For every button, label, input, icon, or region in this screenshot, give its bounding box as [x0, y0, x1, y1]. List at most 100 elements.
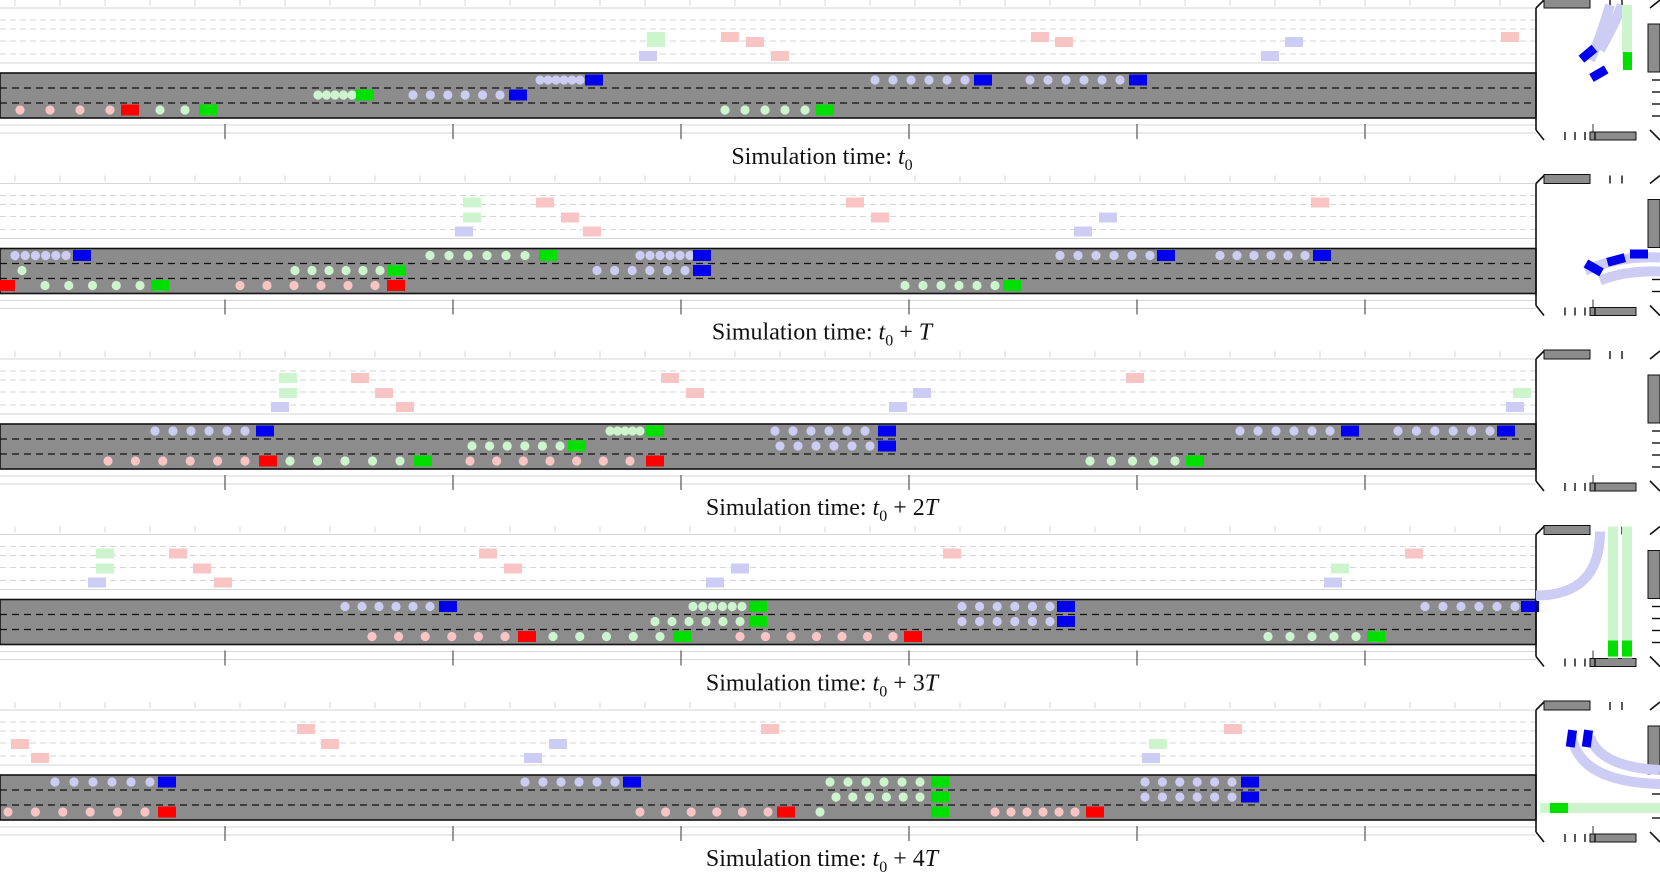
green-vehicle — [646, 425, 664, 437]
trajectory-dot — [815, 807, 825, 817]
trajectory-dot — [135, 280, 145, 291]
ghost-vehicle — [761, 724, 779, 734]
trajectory-dot — [15, 105, 25, 115]
trajectory-dot — [675, 250, 685, 261]
ghost-vehicle — [1055, 37, 1073, 47]
trajectory-dot — [601, 631, 612, 642]
green-vehicle — [1003, 280, 1021, 291]
ghost-vehicle — [1285, 37, 1303, 47]
blue-vehicle — [1578, 44, 1598, 63]
intersection-road — [1589, 307, 1637, 316]
trajectory-dot — [58, 807, 68, 817]
trajectory-dot — [465, 456, 475, 466]
trajectory-dot — [960, 75, 970, 85]
trajectory-dot — [126, 777, 136, 787]
trajectory-dot — [992, 616, 1002, 627]
trajectory-dot — [1300, 250, 1310, 261]
trajectory-dot — [612, 426, 623, 436]
trajectory-dot — [879, 777, 889, 787]
green-vehicle — [1367, 631, 1385, 642]
trajectory-dot — [30, 250, 40, 261]
trajectory-dot — [1420, 601, 1430, 612]
blue-vehicle — [878, 440, 896, 452]
ghost-vehicle — [279, 373, 297, 383]
caption-variable: t — [873, 846, 881, 872]
intersection-corner — [1649, 0, 1660, 141]
trajectory-dot — [924, 75, 934, 85]
trajectory-dot — [140, 807, 150, 817]
trajectory-dot — [829, 441, 839, 451]
intersection-road — [1647, 23, 1660, 73]
ghost-vehicle — [279, 388, 297, 398]
trajectory-dot — [113, 807, 123, 817]
simulation-time-caption: Simulation time: t0 — [731, 144, 912, 174]
trajectory-dot — [592, 777, 602, 787]
trajectory-dot — [942, 75, 952, 85]
caption-period-symbol: T — [925, 495, 940, 521]
trajectory-dot — [843, 777, 853, 787]
trajectory-dot — [1266, 250, 1276, 261]
trajectory-dot — [69, 777, 79, 787]
trajectory-dot — [865, 441, 875, 451]
trajectory-dot — [111, 280, 121, 291]
trajectory-dot — [107, 777, 117, 787]
trajectory-dot — [1038, 807, 1048, 817]
trajectory-dot — [954, 280, 964, 291]
trajectory-dot — [235, 280, 245, 291]
green-vehicle — [388, 265, 406, 276]
intersection-road — [1589, 833, 1637, 843]
trajectory-dot — [367, 456, 378, 466]
trajectory-dot — [551, 75, 561, 85]
green-vehicle — [931, 806, 949, 818]
panel-2: Simulation time: t0 + T — [0, 174, 1660, 350]
trajectory-dot — [990, 280, 1000, 291]
trajectory-dot — [708, 601, 718, 612]
trajectory-dot — [290, 265, 300, 276]
trajectory-dot — [860, 426, 870, 436]
trajectory-dot — [786, 631, 796, 642]
trajectory-dot — [848, 792, 858, 802]
trajectory-dot — [628, 631, 638, 642]
trajectory-dot — [103, 456, 113, 466]
intersection-road — [1589, 482, 1637, 492]
trajectory-dot — [520, 777, 530, 787]
ghost-vehicle — [1074, 226, 1092, 237]
trajectory-dot — [1045, 616, 1055, 627]
trajectory-dot — [341, 265, 351, 276]
ghost-vehicle — [583, 226, 601, 237]
ghost-vehicle — [11, 739, 29, 749]
trajectory-dot — [685, 250, 695, 261]
intersection-road — [1647, 550, 1660, 599]
trajectory-dot — [370, 280, 380, 291]
trajectory-dot — [770, 426, 780, 436]
trajectory-dot — [1091, 250, 1101, 261]
trajectory-dot — [1027, 616, 1037, 627]
intersection-road — [1589, 658, 1637, 667]
ghost-vehicle — [1099, 212, 1117, 223]
trajectory-dot — [1170, 456, 1180, 466]
trajectory-dot — [1127, 250, 1137, 261]
trajectory-dot — [1010, 601, 1020, 612]
ghost-vehicle — [463, 197, 481, 208]
intersection-road — [1543, 525, 1591, 535]
trajectory-dot — [800, 105, 810, 115]
trajectory-dot — [240, 456, 250, 466]
trajectory-dot — [51, 250, 61, 261]
trajectory-dot — [610, 777, 620, 787]
trajectory-dot — [420, 631, 430, 642]
green-vehicle — [1622, 640, 1632, 657]
trajectory-dot — [460, 90, 470, 100]
ghost-vehicle — [1506, 402, 1524, 412]
trajectory-dot — [61, 250, 71, 261]
trajectory-dot — [444, 250, 454, 261]
blue-vehicle — [623, 776, 641, 788]
blue-vehicle — [1129, 74, 1147, 86]
trajectory-dot — [559, 75, 569, 85]
ghost-vehicle — [661, 373, 679, 383]
ghost-vehicle — [686, 388, 704, 398]
trajectory-dot — [340, 456, 350, 466]
trajectory-dot — [645, 250, 655, 261]
trajectory-dot — [1289, 426, 1299, 436]
trajectory-dot — [1215, 250, 1225, 261]
trajectory-dot — [1253, 426, 1263, 436]
